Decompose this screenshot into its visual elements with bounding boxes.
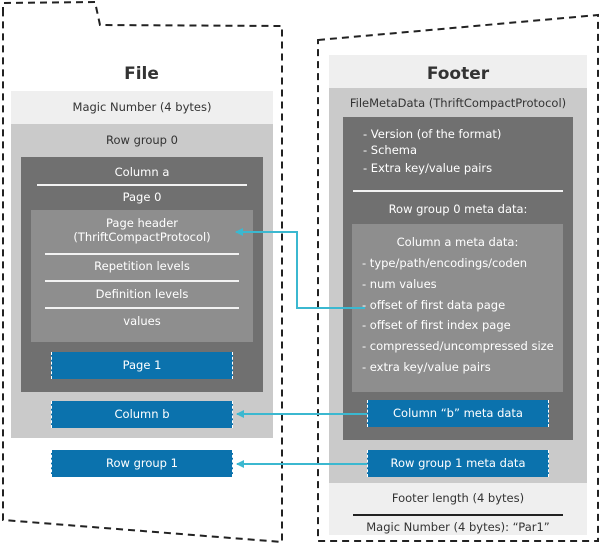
divider [45, 307, 239, 309]
footer-magic-number: Magic Number (4 bytes): “Par1” [329, 515, 587, 539]
column-b-meta: Column “b” meta data [367, 400, 549, 427]
footer-length-label: Footer length (4 bytes) [391, 491, 525, 505]
page-0: Page header (ThriftCompactProtocol) Repe… [31, 210, 253, 342]
row-group-0-label: Row group 0 [106, 133, 178, 147]
footer-length: Footer length (4 bytes) [329, 483, 587, 511]
column-b: Column b [51, 401, 233, 428]
file-metadata-body: - Version (of the format) - Schema - Ext… [343, 117, 573, 440]
divider [45, 253, 239, 255]
page-header-label: Page header [105, 216, 178, 230]
meta-item-offset-data-page: - offset of first data page [362, 298, 506, 312]
meta-item-num-values: - num values [362, 277, 437, 291]
meta-item-offset-index-page: - offset of first index page [362, 318, 511, 332]
row-group-0: Row group 0 Column a Page 0 Page header … [11, 124, 273, 438]
column-a-meta-label: Column a meta data: [396, 235, 519, 249]
column-a-meta: Column a meta data: - type/path/encoding… [352, 224, 563, 392]
row-group-1: Row group 1 [51, 450, 233, 477]
column-a: Column a Page 0 Page header (ThriftCompa… [21, 157, 263, 392]
divider [353, 190, 563, 192]
page-header-protocol-label: (ThriftCompactProtocol) [73, 230, 211, 244]
definition-levels-label: Definition levels [95, 287, 189, 301]
file-magic-number-label: Magic Number (4 bytes) [72, 100, 212, 114]
row-group-1-label: Row group 1 [106, 456, 178, 470]
file-section: File [10, 60, 273, 480]
page-1-label: Page 1 [122, 358, 162, 372]
file-magic-number: Magic Number (4 bytes) [11, 91, 273, 124]
column-a-label: Column a [114, 165, 170, 179]
page-1: Page 1 [51, 352, 233, 379]
row-group-1-meta-label: Row group 1 meta data [390, 456, 526, 470]
file-metadata: FileMetaData (ThriftCompactProtocol) - V… [329, 88, 587, 483]
extra-kv-item: - Extra key/value pairs [363, 161, 493, 175]
column-b-meta-label: Column “b” meta data [393, 406, 523, 420]
schema-item: - Schema [363, 143, 418, 157]
meta-item-type: - type/path/encodings/coden [362, 256, 528, 270]
file-title: File [124, 64, 159, 84]
meta-item-extra-kv: - extra key/value pairs [362, 360, 491, 374]
column-b-label: Column b [114, 407, 170, 421]
meta-item-size: - compressed/uncompressed size [362, 339, 554, 353]
row-group-1-meta: Row group 1 meta data [367, 450, 549, 477]
repetition-levels-label: Repetition levels [94, 259, 190, 273]
row-group-0-meta-label: Row group 0 meta data: [388, 202, 528, 216]
footer-magic-number-label: Magic Number (4 bytes): “Par1” [366, 520, 550, 534]
version-item: - Version (of the format) [363, 127, 502, 141]
file-metadata-label: FileMetaData (ThriftCompactProtocol) [349, 96, 567, 110]
page-0-label: Page 0 [122, 190, 162, 204]
footer-title: Footer [426, 64, 490, 84]
divider [353, 514, 563, 516]
divider [45, 280, 239, 282]
values-label: values [123, 314, 161, 328]
divider [37, 184, 247, 186]
